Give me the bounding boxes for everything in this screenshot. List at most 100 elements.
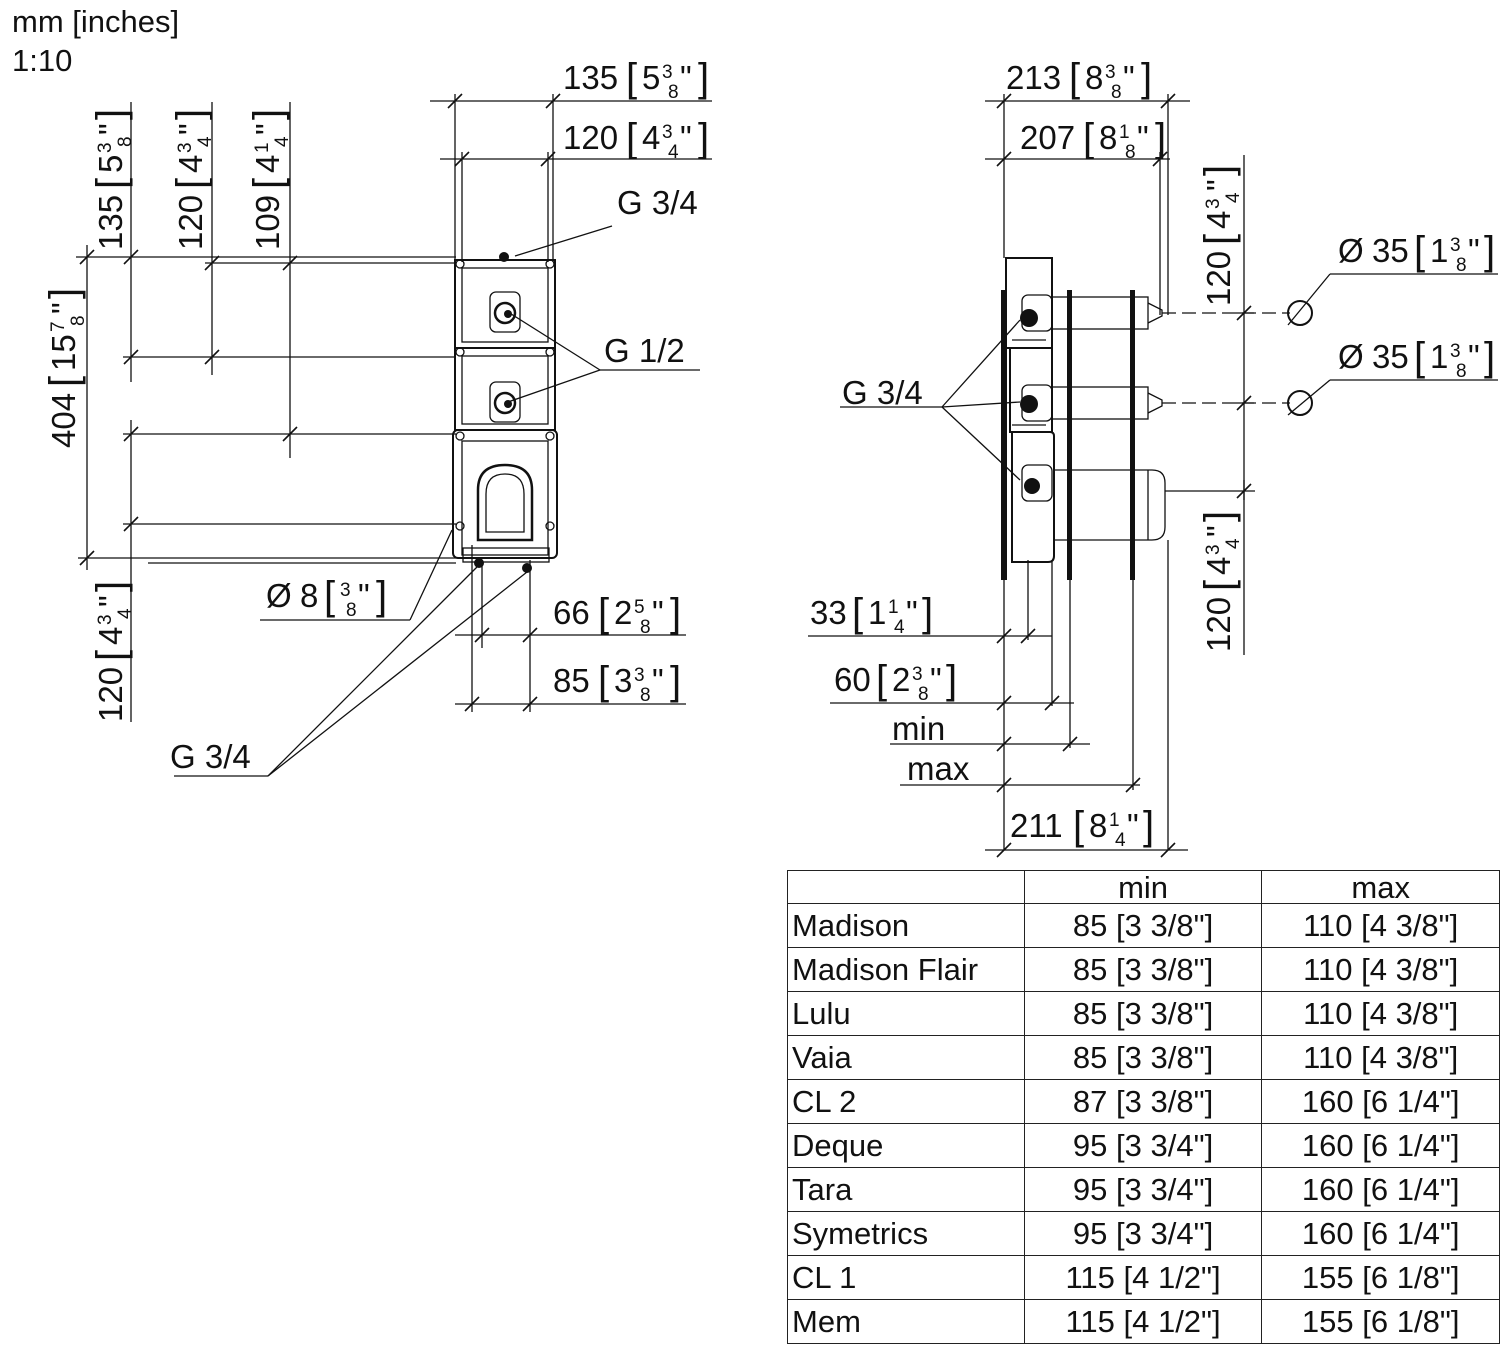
front-dimension-ticks (79, 93, 561, 712)
svg-text:3: 3 (1450, 235, 1461, 256)
svg-text:1: 1 (1430, 232, 1448, 269)
svg-text:120: 120 (172, 195, 209, 250)
table-cell-min: 95 [3 3/4"] (1023, 1211, 1263, 1256)
svg-text:120: 120 (92, 667, 129, 722)
svg-text:]: ] (89, 109, 133, 120)
svg-text:": " (1200, 179, 1237, 191)
svg-text:]: ] (698, 56, 709, 100)
front-view (76, 94, 712, 777)
svg-text:[: [ (626, 116, 637, 160)
svg-text:7: 7 (48, 321, 69, 332)
table-cell-min: 95 [3 3/4"] (1023, 1167, 1263, 1212)
svg-text:[: [ (1197, 580, 1241, 591)
svg-text:3: 3 (1450, 341, 1461, 362)
svg-text:": " (172, 123, 209, 135)
svg-text:Ø: Ø (1338, 338, 1364, 375)
table-cell-min: 85 [3 3/8"] (1023, 903, 1263, 948)
table-cell-max: 160 [6 1/4"] (1261, 1211, 1500, 1256)
svg-text:[: [ (598, 659, 609, 703)
svg-text:5: 5 (92, 155, 129, 173)
svg-text:]: ] (246, 109, 290, 120)
label-side-g34: G 3/4 (842, 374, 923, 411)
table-cell-model: Madison (787, 903, 1025, 948)
svg-text:[: [ (324, 574, 335, 618)
svg-text:4: 4 (642, 119, 660, 156)
table-cell-max: 110 [4 3/8"] (1261, 947, 1500, 992)
svg-text:4: 4 (249, 155, 286, 173)
svg-text:2: 2 (892, 661, 910, 698)
svg-text:8: 8 (1085, 59, 1103, 96)
svg-text:4: 4 (1223, 538, 1244, 549)
svg-text:[: [ (876, 658, 887, 702)
dim-side-211: 211 [ 8 1 4 " ] (1010, 804, 1154, 851)
side-plates (1001, 290, 1135, 580)
dim-front-135-width: 135 [ 5 3 8 " ] (563, 56, 709, 103)
svg-text:211: 211 (1010, 807, 1063, 844)
svg-text:": " (1123, 59, 1135, 96)
label-g34-bottom: G 3/4 (170, 738, 251, 775)
svg-text:4: 4 (172, 155, 209, 173)
front-ports (474, 252, 532, 573)
svg-text:1: 1 (1430, 338, 1448, 375)
units-label: mm [inches] (12, 4, 179, 39)
svg-text:3: 3 (1203, 198, 1224, 209)
svg-text:85: 85 (553, 662, 590, 699)
svg-text:3: 3 (95, 142, 116, 153)
dim-front-135-vertical: 135 [ 5 3 8 " ] (89, 109, 136, 250)
svg-text:15: 15 (45, 334, 82, 371)
svg-text:4: 4 (1200, 557, 1237, 575)
label-g12: G 1/2 (604, 332, 685, 369)
svg-text:3: 3 (614, 662, 632, 699)
svg-text:[: [ (42, 376, 86, 387)
svg-text:3: 3 (912, 664, 923, 685)
svg-text:4: 4 (1223, 192, 1244, 203)
svg-text:": " (358, 577, 370, 614)
svg-text:35: 35 (1372, 338, 1409, 375)
svg-text:4: 4 (1200, 211, 1237, 229)
table-header-row: min max (787, 870, 1500, 904)
svg-text:[: [ (1197, 234, 1241, 245)
table-cell-model: CL 2 (787, 1079, 1025, 1124)
table-cell-model: Tara (787, 1167, 1025, 1212)
side-view (808, 94, 1498, 851)
svg-text:[: [ (852, 591, 863, 635)
table-cell-model: Madison Flair (787, 947, 1025, 992)
svg-text:3: 3 (95, 614, 116, 625)
table-cell-model: CL 1 (787, 1255, 1025, 1300)
svg-text:8: 8 (1089, 807, 1107, 844)
svg-text:5: 5 (634, 597, 645, 618)
svg-text:Ø: Ø (1338, 232, 1364, 269)
svg-text:[: [ (89, 178, 133, 189)
svg-text:1: 1 (252, 142, 273, 153)
svg-text:": " (45, 302, 82, 314)
table-cell-max: 160 [6 1/4"] (1261, 1167, 1500, 1212)
svg-text:[: [ (1083, 116, 1094, 160)
table-cell-model: Lulu (787, 991, 1025, 1036)
label-side-min: min (892, 710, 945, 747)
svg-text:": " (680, 119, 692, 156)
table-cell-model: Mem (787, 1299, 1025, 1344)
svg-text:3: 3 (175, 142, 196, 153)
svg-text:1: 1 (888, 597, 899, 618)
dim-side-diameter-35-upper: Ø 35 [ 1 3 8 " ] (1338, 229, 1495, 276)
dim-front-120-bottom-vertical: 120 [ 4 3 4 " ] (89, 581, 136, 722)
table-cell-model: Deque (787, 1123, 1025, 1168)
dim-front-120-width: 120 [ 4 3 4 " ] (563, 116, 709, 163)
svg-text:4: 4 (195, 136, 216, 147)
svg-text:35: 35 (1372, 232, 1409, 269)
svg-text:]: ] (42, 288, 86, 299)
table-header-max: max (1261, 870, 1500, 904)
svg-text:[: [ (1073, 804, 1084, 848)
svg-text:8: 8 (1099, 119, 1117, 156)
svg-text:": " (680, 59, 692, 96)
svg-text:4: 4 (668, 142, 679, 163)
dim-side-33: 33 [ 1 1 4 " ] (810, 591, 933, 638)
svg-text:3: 3 (1203, 544, 1224, 555)
svg-text:]: ] (89, 581, 133, 592)
table-cell-min: 115 [4 1/2"] (1023, 1299, 1263, 1344)
svg-text:8: 8 (1456, 361, 1467, 382)
table-cell-max: 155 [6 1/8"] (1261, 1255, 1500, 1300)
